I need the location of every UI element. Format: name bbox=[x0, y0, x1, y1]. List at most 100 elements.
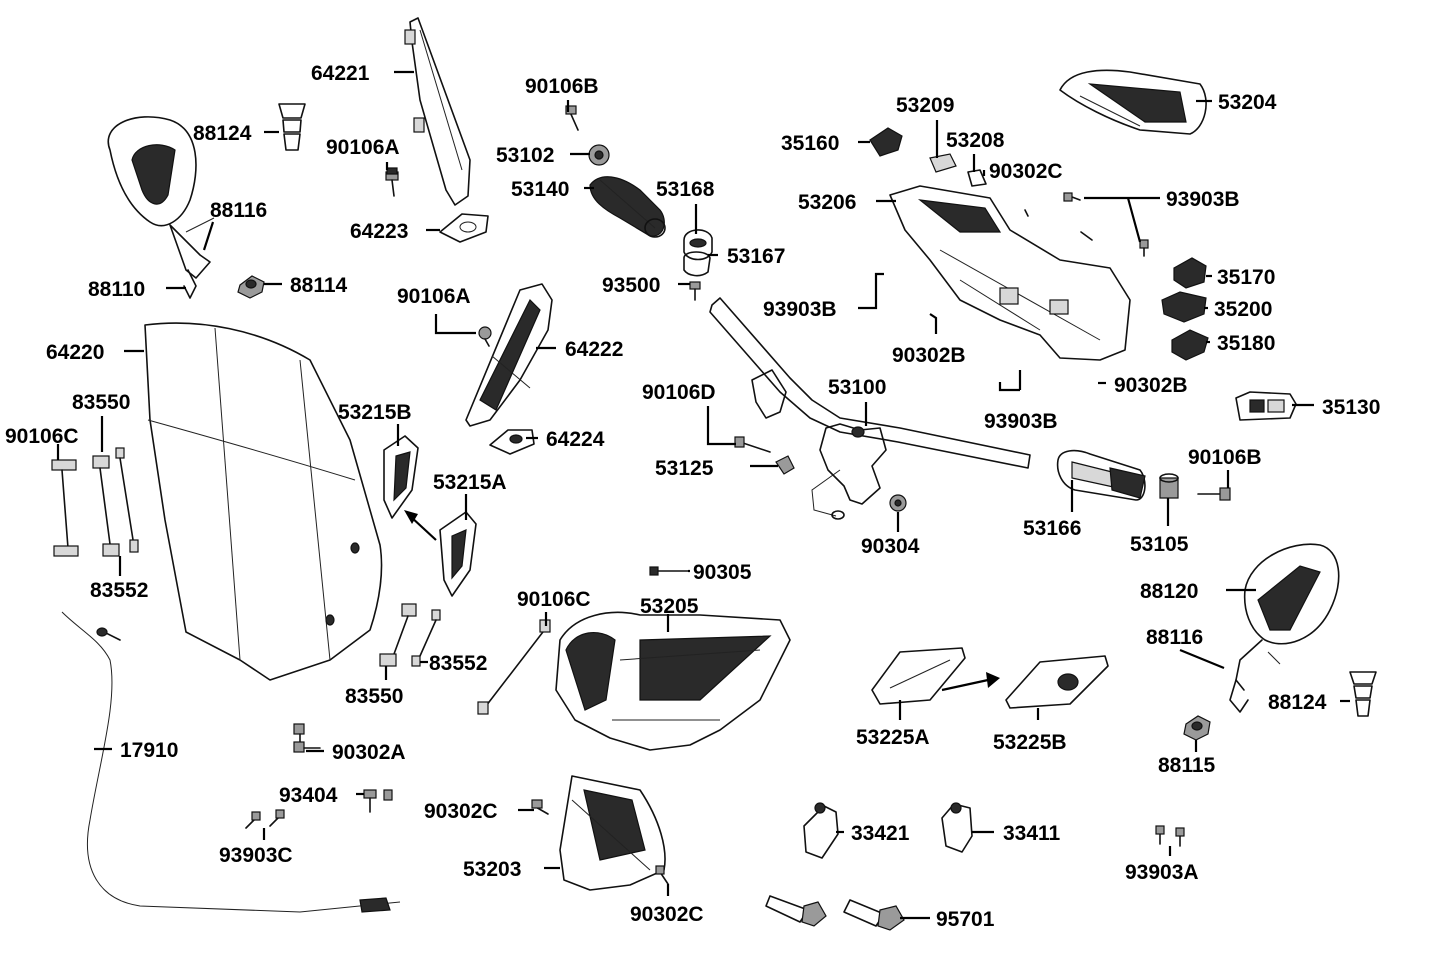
part-93903B-screws bbox=[1024, 192, 1149, 257]
label-53225A: 53225A bbox=[856, 726, 930, 749]
part-53166-right-grip bbox=[1056, 449, 1146, 501]
label-53206: 53206 bbox=[798, 191, 856, 214]
part-labels: 64221 90106B 53204 53209 88124 90106A 53… bbox=[5, 62, 1380, 931]
label-35160: 35160 bbox=[781, 132, 839, 155]
part-83552-washer-mid bbox=[411, 609, 441, 667]
label-88124-top: 88124 bbox=[193, 122, 252, 145]
label-64222: 64222 bbox=[565, 338, 623, 361]
label-83552-left: 83552 bbox=[90, 579, 148, 602]
label-83550-low: 83550 bbox=[345, 685, 403, 708]
label-53203: 53203 bbox=[463, 858, 521, 881]
label-35200: 35200 bbox=[1214, 298, 1272, 321]
label-53215B: 53215B bbox=[338, 401, 412, 424]
part-53140-grip bbox=[589, 176, 666, 238]
label-93903B-mid: 93903B bbox=[763, 298, 837, 321]
part-88114-nut bbox=[237, 275, 265, 299]
part-53225A-cover bbox=[871, 647, 966, 705]
part-64222-trim bbox=[465, 283, 553, 427]
label-64221: 64221 bbox=[311, 62, 370, 85]
label-53167: 53167 bbox=[727, 245, 785, 268]
label-64224: 64224 bbox=[546, 428, 605, 451]
label-33421: 33421 bbox=[851, 822, 910, 845]
label-35170: 35170 bbox=[1217, 266, 1275, 289]
part-64221-trim-strip bbox=[404, 17, 471, 206]
part-33411-bracket bbox=[941, 802, 973, 853]
part-83552-washer-left bbox=[115, 447, 139, 553]
part-90106A-screw-mid bbox=[478, 326, 492, 347]
part-83550-spacer-mid bbox=[379, 603, 417, 667]
label-88110: 88110 bbox=[88, 278, 145, 301]
part-53209-plate bbox=[929, 153, 957, 173]
part-90106A-screw bbox=[385, 167, 399, 197]
label-35130: 35130 bbox=[1322, 396, 1380, 419]
label-53105: 53105 bbox=[1130, 533, 1189, 556]
leader-lines bbox=[56, 70, 1350, 920]
part-64220-windshield bbox=[144, 322, 383, 681]
part-53205-front-cover bbox=[555, 611, 791, 751]
label-64223: 64223 bbox=[350, 220, 408, 243]
part-93404-screw bbox=[363, 789, 393, 813]
label-90302B-b: 90302B bbox=[1114, 374, 1188, 397]
part-93903C-screws bbox=[245, 809, 285, 829]
label-53208: 53208 bbox=[946, 129, 1005, 152]
label-53225B: 53225B bbox=[993, 731, 1067, 754]
label-90305: 90305 bbox=[693, 561, 752, 584]
label-88116-right: 88116 bbox=[1146, 626, 1203, 649]
label-88120: 88120 bbox=[1140, 580, 1198, 603]
label-93903B-low: 93903B bbox=[984, 410, 1058, 433]
part-88115-nut bbox=[1183, 715, 1211, 741]
part-35200-switch bbox=[1161, 291, 1207, 323]
label-83552-mid: 83552 bbox=[429, 652, 487, 675]
label-53125: 53125 bbox=[655, 457, 714, 480]
label-93903B-top: 93903B bbox=[1166, 188, 1240, 211]
part-90106B-screw-top bbox=[565, 105, 579, 131]
part-35160-switch bbox=[869, 127, 903, 157]
part-53203-windscreen bbox=[559, 775, 666, 891]
part-90302A-bolt bbox=[293, 723, 321, 753]
part-53100-handlebar bbox=[709, 297, 1031, 520]
label-35180: 35180 bbox=[1217, 332, 1275, 355]
label-93404: 93404 bbox=[279, 784, 338, 807]
label-93903A: 93903A bbox=[1125, 861, 1199, 884]
label-90106C-left: 90106C bbox=[5, 425, 79, 448]
label-88124-right: 88124 bbox=[1268, 691, 1327, 714]
label-90106A-mid: 90106A bbox=[397, 285, 471, 308]
part-53125-weight bbox=[775, 455, 795, 475]
label-90302A: 90302A bbox=[332, 741, 406, 764]
label-83550-top: 83550 bbox=[72, 391, 130, 414]
part-88110-left-mirror bbox=[107, 116, 215, 299]
part-90302C-bolt-low bbox=[531, 799, 549, 815]
label-90302C-low: 90302C bbox=[424, 800, 498, 823]
part-17910-cable bbox=[61, 611, 401, 913]
part-53168-housing bbox=[683, 229, 713, 277]
arrow-53225 bbox=[941, 672, 1000, 692]
part-90302C-bolt-bottom bbox=[655, 865, 669, 885]
part-90106D-bolt bbox=[734, 436, 771, 453]
part-53215A-bracket bbox=[439, 511, 477, 597]
label-53140: 53140 bbox=[511, 178, 569, 201]
label-90302C-top: 90302C bbox=[989, 160, 1063, 183]
part-93903A-screws bbox=[1155, 825, 1185, 847]
label-88116-top: 88116 bbox=[210, 199, 267, 222]
part-35180-switch bbox=[1171, 329, 1209, 361]
part-53105-cap bbox=[1159, 473, 1179, 499]
arrow-53215 bbox=[404, 510, 437, 541]
part-53215B-bracket bbox=[383, 435, 419, 519]
label-53209: 53209 bbox=[896, 94, 954, 117]
part-33421-bracket bbox=[803, 802, 839, 859]
label-53100: 53100 bbox=[828, 376, 886, 399]
label-90302C-bottom: 90302C bbox=[630, 903, 704, 926]
label-88114: 88114 bbox=[290, 274, 348, 297]
part-53225B-cover bbox=[1005, 655, 1109, 709]
part-90106C-bolt-left bbox=[51, 459, 79, 557]
part-88120-right-mirror bbox=[1229, 543, 1340, 713]
part-53102-cap bbox=[588, 144, 610, 166]
part-90106B-screw-right bbox=[1197, 487, 1231, 501]
label-90106D: 90106D bbox=[642, 381, 716, 404]
part-95701-bolts bbox=[765, 895, 905, 931]
label-53215A: 53215A bbox=[433, 471, 507, 494]
part-90304-nut bbox=[889, 494, 907, 512]
label-93500: 93500 bbox=[602, 274, 660, 297]
label-53166: 53166 bbox=[1023, 517, 1081, 540]
label-93903C: 93903C bbox=[219, 844, 293, 867]
